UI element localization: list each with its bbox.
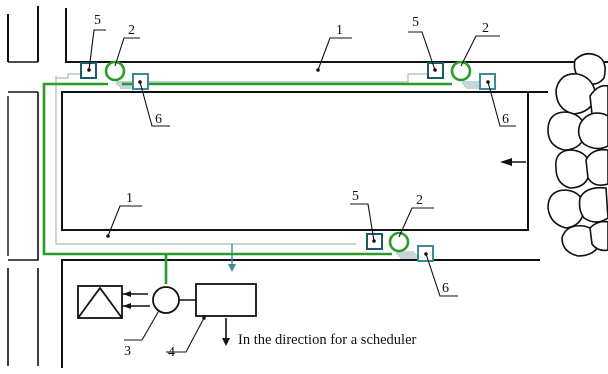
equipment-group [77, 283, 257, 319]
arrow-head [500, 158, 512, 166]
leader-dot [424, 252, 428, 256]
devices-2 [104, 60, 472, 253]
advance-direction-arrow [500, 158, 526, 166]
label-6-bottom-right: 6 [442, 281, 449, 296]
label-5-top-left: 5 [94, 13, 101, 28]
left-crosscut-wall [8, 92, 39, 261]
control-unit-box [195, 283, 257, 317]
transformer-symbol [77, 286, 123, 319]
leader-5-bottom-right [350, 203, 375, 242]
leader-5-top-right [408, 31, 436, 71]
pump-circle [152, 286, 180, 314]
leader-lines [88, 29, 516, 353]
leader-4 [166, 317, 205, 353]
label-2-top-right: 2 [482, 21, 489, 36]
leader-6-bottom-right [425, 253, 458, 297]
label-6-top-left: 6 [155, 112, 162, 127]
device-2-top-right [450, 60, 472, 82]
leader-3 [124, 301, 165, 341]
device-2-top-left [104, 60, 126, 82]
rubble-rock [589, 220, 608, 252]
leader-dot [316, 68, 320, 72]
leader-5-top-left [88, 29, 106, 71]
device-2-bottom-right [388, 231, 410, 253]
arrow-to-transformer-2 [123, 303, 131, 309]
leader-6-top-right [487, 81, 516, 127]
label-2-bottom-right: 2 [416, 193, 423, 208]
leader-dots [87, 68, 490, 320]
rubble-rock [555, 149, 591, 189]
leader-2-top-right [460, 35, 500, 67]
label-4: 4 [168, 345, 175, 360]
label-5-top-right: 5 [412, 15, 419, 30]
signal-drop-arrowhead [228, 264, 236, 272]
sensor-cable-hatch [396, 251, 420, 259]
arrow-to-transformer [123, 291, 131, 297]
transformer-box [77, 285, 123, 319]
label-2-top-left: 2 [128, 23, 135, 38]
devices-5 [80, 62, 444, 250]
leader-2-top-left [114, 37, 140, 67]
leader-dot [87, 68, 91, 72]
leader-dot [202, 316, 206, 320]
signal-line-main [55, 73, 356, 245]
cable-loop [42, 82, 452, 284]
rubble-rock [578, 186, 608, 223]
equipment-arrowheads [123, 291, 230, 346]
rubble-rock [585, 148, 608, 186]
arrow-to-scheduler [222, 338, 230, 346]
leader-1-top [317, 37, 352, 71]
cable-left-loop [42, 82, 392, 256]
rubble-rock [555, 73, 597, 115]
rubble-rock [547, 189, 585, 229]
signal-lines [55, 73, 486, 266]
leader-dot [372, 239, 376, 243]
leader-6-top-left [139, 81, 170, 127]
leader-dot [106, 234, 110, 238]
leader-dot [486, 80, 490, 84]
sensor-cable-hatch [462, 81, 486, 89]
devices-6 [132, 73, 496, 262]
leader-dot [138, 80, 142, 84]
label-5-bottom-right: 5 [352, 189, 359, 204]
leader-dot [433, 68, 437, 72]
label-1-bottom: 1 [126, 191, 133, 206]
label-1-top: 1 [336, 23, 343, 38]
label-3: 3 [124, 344, 131, 359]
lower-drift-wall [61, 259, 540, 368]
central-pillar [61, 91, 529, 231]
signal-line-top [118, 73, 430, 83]
leader-1-bottom [107, 205, 142, 237]
gob-rubble [547, 52, 608, 257]
leader-2-bottom-right [398, 207, 434, 238]
scheduler-caption: In the direction for a scheduler [238, 332, 417, 348]
label-6-top-right: 6 [502, 112, 509, 127]
rubble-rock [577, 112, 608, 150]
